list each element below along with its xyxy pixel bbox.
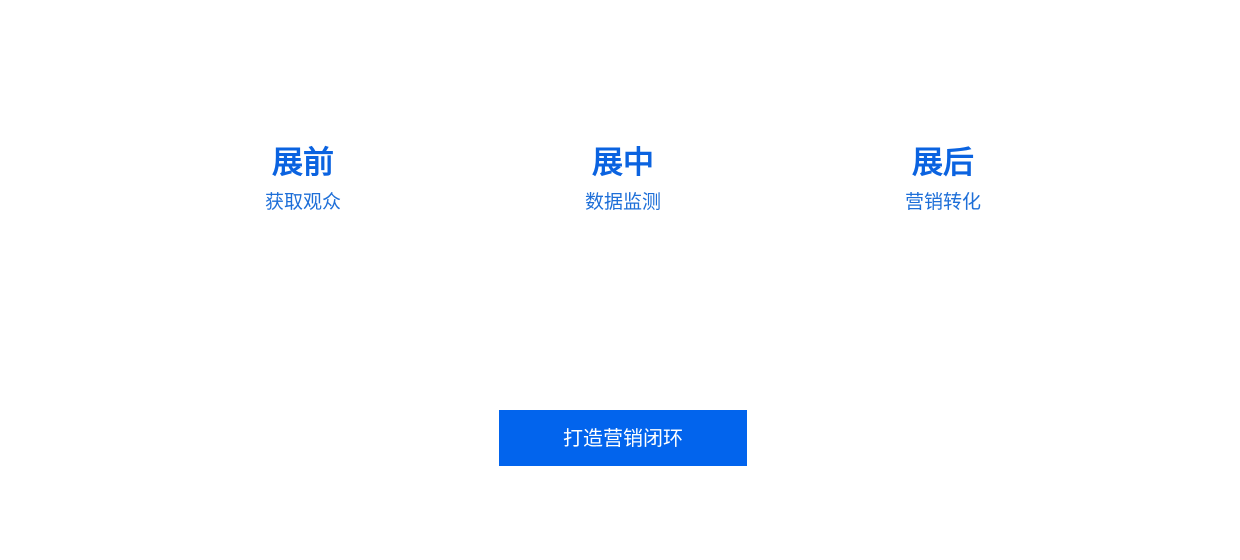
stage-title: 展中 (592, 145, 654, 181)
stage-during-exhibition: 展中 数据监测 (523, 144, 723, 214)
stage-subtitle: 数据监测 (584, 191, 661, 213)
stage-title: 展后 (912, 145, 974, 181)
stage-post-exhibition: 展后 营销转化 (843, 144, 1043, 214)
stage-pre-exhibition: 展前 获取观众 (203, 144, 403, 214)
build-marketing-loop-button[interactable]: 打造营销闭环 (499, 410, 747, 466)
stage-subtitle: 获取观众 (264, 191, 341, 213)
stage-subtitle: 营销转化 (904, 191, 981, 213)
stage-title: 展前 (272, 145, 334, 181)
